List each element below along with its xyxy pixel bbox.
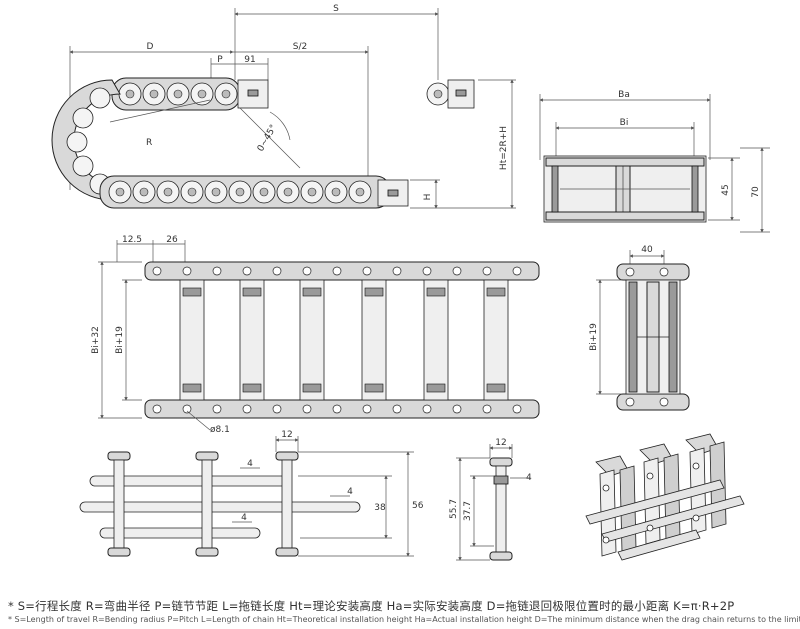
dim-70-label: 70 (751, 186, 761, 198)
legend-chinese: * S=行程长度 R=弯曲半径 P=链节节距 L=拖链长度 Ht=理论安装高度 … (8, 599, 735, 613)
dim-h-label: H (423, 194, 433, 201)
dim-bar-56-label: 56 (412, 501, 424, 511)
chain-end-view: 40 Bi+19 (589, 245, 690, 411)
chain-isometric-view (585, 433, 745, 561)
dim-s-label: S (333, 4, 339, 14)
chain-side-view: S D S/2 P 91 (51, 4, 516, 209)
dim-40-label: 40 (641, 245, 653, 255)
dim-single-12-label: 12 (495, 438, 506, 448)
cross-section-view: Ba Bi 45 70 (539, 90, 770, 233)
dim-single-557-label: 55.7 (449, 499, 459, 519)
dim-r-label: R (146, 138, 152, 148)
single-crossbar-view: 12 4 55.7 37.7 (449, 438, 532, 561)
dim-bar-4c-label: 4 (241, 513, 247, 523)
chain-plan-view: 12.5 26 (91, 235, 540, 435)
dim-bar-38-label: 38 (374, 503, 386, 513)
dim-91-label: 91 (244, 55, 255, 65)
dim-26-label: 26 (166, 235, 178, 245)
dim-hole-label: ø8.1 (210, 425, 230, 435)
dim-ht-label: Ht=2R+H (499, 126, 509, 170)
dim-bar-12-label: 12 (281, 430, 292, 440)
dim-45-label: 45 (721, 184, 731, 195)
dim-12-5-label: 12.5 (122, 235, 142, 245)
dim-bi19-label: Bi+19 (115, 326, 125, 354)
dim-p-label: P (217, 55, 223, 65)
crossbar-detail-view: 12 4 4 4 38 56 (79, 430, 424, 557)
dim-ba-label: Ba (618, 90, 630, 100)
legend-english: * S=Length of travel R=Bending radius P=… (8, 615, 800, 624)
dim-single-377-label: 37.7 (463, 501, 473, 521)
dim-bar-4a-label: 4 (247, 459, 253, 469)
dim-bar-4b-label: 4 (347, 487, 353, 497)
dim-bi32-label: Bi+32 (91, 326, 101, 354)
dim-s2-label: S/2 (293, 42, 307, 52)
dim-single-4-label: 4 (526, 473, 532, 483)
dim-bi-label: Bi (620, 118, 629, 128)
dim-side-bi19-label: Bi+19 (589, 323, 599, 351)
dim-d-label: D (147, 42, 154, 52)
